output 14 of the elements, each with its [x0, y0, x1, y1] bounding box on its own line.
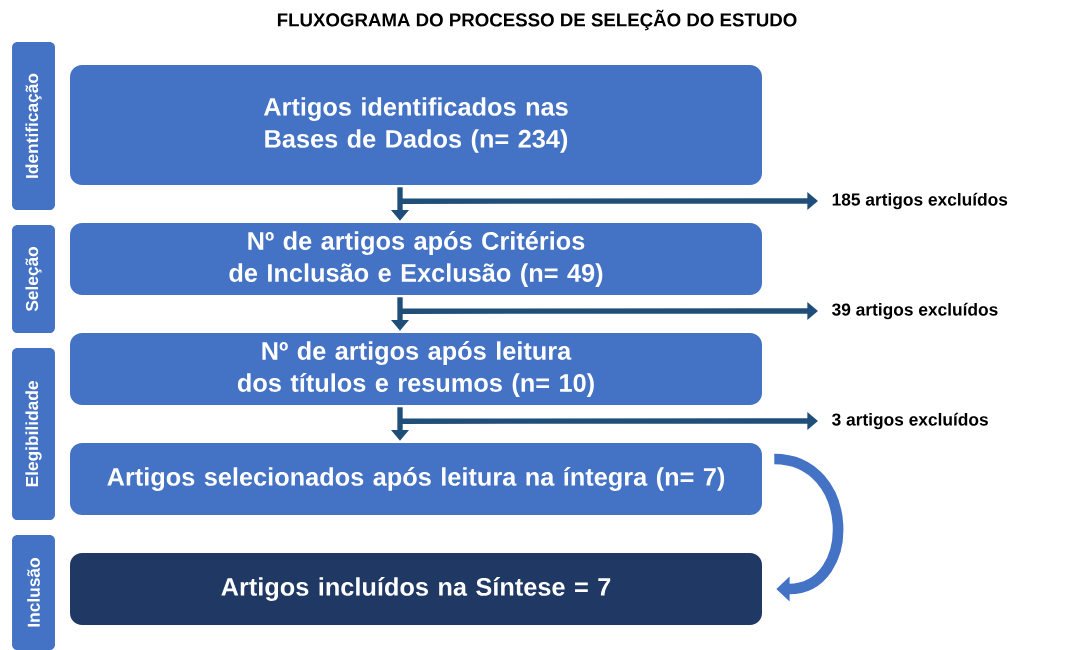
process-box: Nº de artigos após leitura dos títulos e resumos (n= 10) — [70, 333, 762, 405]
process-box: Nº de artigos após Critérios de Inclusão e Exclusão (n= 49) — [70, 223, 762, 295]
arrow — [773, 453, 844, 602]
stage-band: Elegibilidade — [12, 348, 55, 520]
stage-band: Seleção — [12, 225, 55, 333]
process-box: Artigos selecionados após leitura na íntegra (n= 7) — [70, 443, 762, 515]
title: FLUXOGRAMA DO PROCESSO DE SELEÇÃO DO ESTUDO — [277, 9, 797, 31]
process-box: Artigos identificados nas Bases de Dados (n= 234) — [70, 65, 762, 185]
stage-band: Inclusão — [12, 535, 55, 650]
exclusion-note: 185 artigos excluídos — [832, 192, 1008, 210]
result-box: Artigos incluídos na Síntese = 7 — [70, 553, 762, 625]
exclusion-note: 3 artigos excluídos — [832, 412, 988, 430]
exclusion-note: 39 artigos excluídos — [832, 302, 998, 320]
stage-band: Identificação — [12, 42, 55, 210]
